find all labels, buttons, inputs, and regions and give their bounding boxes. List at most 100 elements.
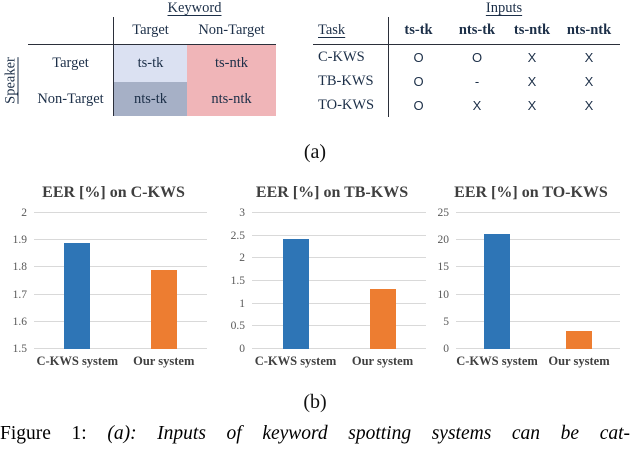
keyword-col-header-target: Target [113, 17, 187, 45]
bar-our-system [369, 288, 396, 349]
mark-to-kws-nts-ntk: X [584, 97, 594, 113]
y-tick-label: 3 [239, 207, 245, 219]
gridline [34, 293, 207, 295]
y-tick-label: 2 [21, 207, 27, 219]
bar-c-kws-system [484, 233, 510, 349]
inputs-task-header: Task [313, 17, 388, 45]
x-axis-labels: C-KWS system Our system [252, 353, 426, 371]
inputs-row-label-c-kws: C-KWS [318, 48, 365, 65]
y-tick-label: 1.8 [12, 261, 27, 274]
y-tick-label: 1 [239, 297, 245, 310]
gridline [252, 212, 426, 213]
gridline [252, 280, 426, 281]
figure-caption: Figure 1: (a): Inputs of keyword spottin… [0, 423, 630, 445]
x-category-label: C-KWS system [456, 354, 538, 368]
panel-a-label: (a) [303, 141, 327, 163]
mark-to-kws-nts-tk: X [472, 97, 482, 113]
bar-our-system [150, 270, 177, 349]
x-category-label: C-KWS system [254, 354, 337, 368]
x-axis-labels: C-KWS system Our system [34, 353, 207, 371]
x-category-label: Our system [133, 354, 195, 368]
chart-title: EER [%] on TB-KWS [255, 184, 409, 201]
y-tick-label: 1.5 [230, 275, 245, 287]
inputs-col-header-nts-tk: nts-tk [448, 17, 506, 45]
gridline [252, 234, 426, 236]
chart-title: EER [%] on C-KWS [42, 184, 185, 201]
x-category-label: C-KWS system [36, 354, 119, 368]
keyword-row-label-nontarget: Non-Target [37, 90, 104, 107]
y-axis: 0 5 10 15 20 25 [424, 207, 456, 355]
mark-tb-kws-nts-ntk: X [584, 73, 594, 89]
gridline [456, 293, 620, 295]
inputs-col-header-ts-tk: ts-tk [388, 17, 448, 45]
keyword-row-label-target: Target [52, 55, 89, 71]
plot: 0 5 10 15 20 25 [424, 207, 620, 355]
gridline [252, 257, 426, 259]
plot-area [456, 212, 620, 349]
inputs-table: Inputs Task ts-tk nts-tk ts-ntk nts-ntk … [313, 0, 620, 117]
gridline [456, 212, 620, 213]
gridline [34, 320, 207, 322]
bar-our-system [566, 331, 592, 349]
gridline [456, 266, 620, 268]
y-tick-label: 0 [239, 343, 245, 355]
inputs-row-label-tb-kws: TB-KWS [318, 72, 374, 89]
gridline [34, 212, 207, 213]
y-tick-label: 15 [437, 261, 450, 274]
chart-title: EER [%] on TO-KWS [454, 184, 608, 201]
gridline [34, 239, 207, 241]
inputs-col-header-nts-ntk: nts-ntk [558, 17, 620, 45]
mark-c-kws-nts-ntk: X [584, 49, 594, 65]
mark-to-kws-ts-ntk: X [527, 97, 537, 113]
caption-prefix: Figure 1: [0, 423, 87, 444]
cell-nts-tk: nts-tk [113, 82, 187, 116]
x-category-label: Our system [351, 354, 414, 368]
y-tick-label: 1.5 [12, 343, 27, 355]
gridline [34, 266, 207, 268]
panel-b-label: (b) [303, 391, 327, 413]
cell-ts-tk: ts-tk [113, 45, 187, 82]
chart-eer-to-kws: EER [%] on TO-KWS 0 5 10 15 20 25 C-KWS syste… [424, 183, 620, 375]
mark-c-kws-ts-tk: O [388, 45, 448, 69]
gridline [456, 348, 620, 349]
keyword-table-title: Keyword [167, 0, 222, 16]
gridline [34, 348, 207, 349]
y-tick-label: 5 [443, 315, 449, 328]
gridline [456, 239, 620, 241]
gridline [252, 325, 426, 327]
mark-c-kws-ts-ntk: X [527, 49, 537, 65]
gridline [252, 348, 426, 349]
mark-tb-kws-ts-tk: O [388, 69, 448, 93]
cell-ts-ntk: ts-ntk [187, 45, 276, 82]
bar-c-kws-system [64, 242, 91, 349]
y-tick-label: 20 [437, 234, 450, 247]
inputs-col-header-ts-ntk: ts-ntk [506, 17, 558, 45]
y-tick-label: 25 [437, 207, 450, 219]
mark-to-kws-ts-tk: O [388, 93, 448, 117]
gridline [456, 320, 620, 322]
y-tick-label: 2 [239, 252, 245, 265]
y-tick-label: 0 [443, 343, 449, 355]
y-tick-label: 0.5 [230, 320, 245, 333]
inputs-table-title: Inputs [485, 0, 523, 16]
bar-c-kws-system [282, 238, 309, 349]
gridline [252, 302, 426, 304]
caption-text: (a): Inputs of keyword spotting systems … [107, 423, 630, 444]
speaker-axis-label: Speaker [2, 57, 19, 104]
y-tick-label: 1.9 [12, 234, 27, 247]
y-tick-label: 10 [437, 288, 450, 301]
mark-tb-kws-nts-tk: - [474, 73, 480, 89]
mark-c-kws-nts-tk: O [471, 49, 483, 65]
y-tick-label: 1.6 [12, 315, 27, 328]
plot-area [252, 212, 426, 349]
plot-area [34, 212, 207, 349]
mark-tb-kws-ts-ntk: X [527, 73, 537, 89]
